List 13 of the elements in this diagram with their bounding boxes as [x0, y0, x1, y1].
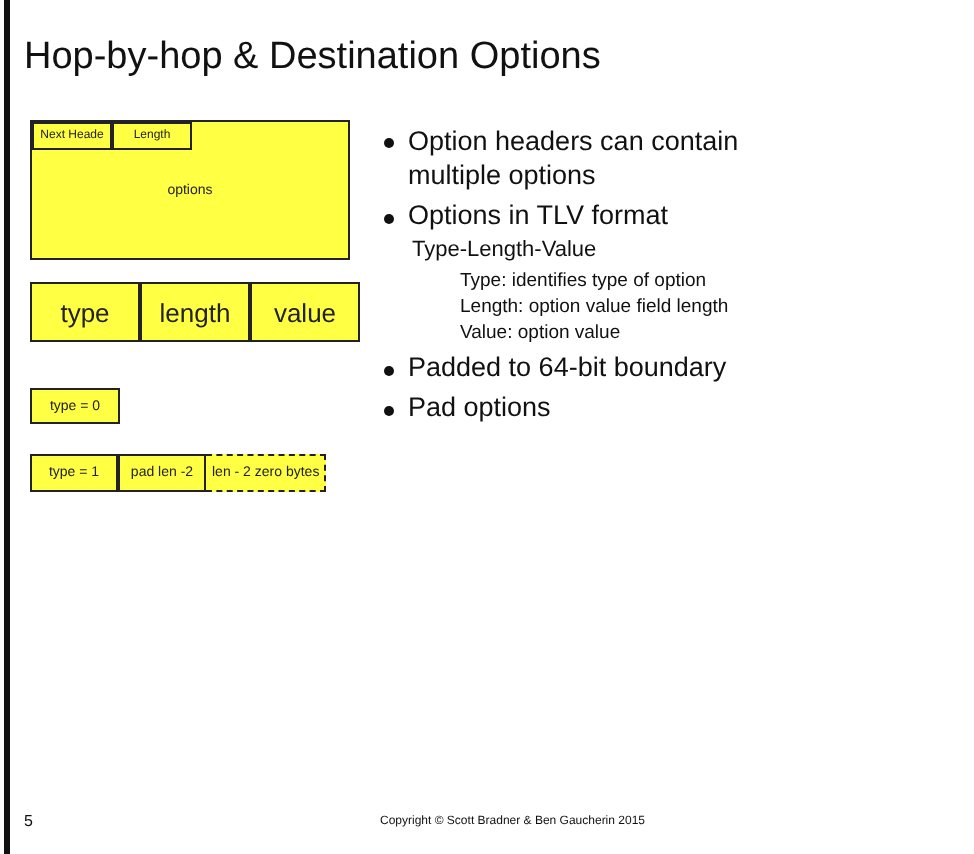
bullet-text: Pad options: [408, 392, 551, 422]
field-cell: value: [250, 282, 360, 342]
bullet-text: Padded to 64-bit boundary: [408, 352, 727, 382]
sub-text: Length: option value field length: [460, 296, 729, 318]
bullet-text: Options in TLV format: [408, 200, 669, 230]
bullet-text: Option headers can contain multiple options: [408, 124, 741, 192]
page-number: 5: [24, 812, 33, 830]
field-cell: length: [140, 282, 250, 342]
sub-text: Type-Length-Value: [412, 238, 597, 262]
sub-text: Value: option value: [460, 322, 621, 344]
sub-text: Type: identifies type of option: [460, 270, 707, 292]
field-cell: type: [30, 282, 140, 342]
slide-title: Hop-by-hop & Destination Options: [24, 36, 601, 80]
